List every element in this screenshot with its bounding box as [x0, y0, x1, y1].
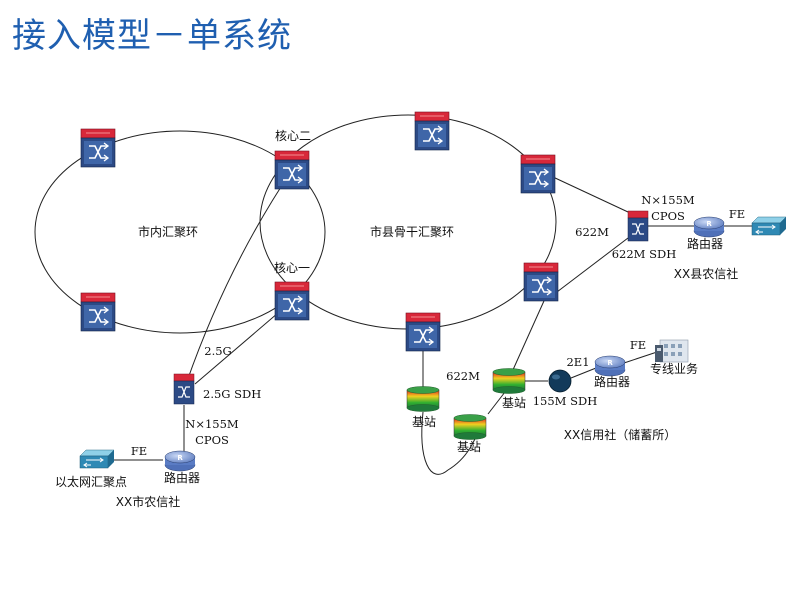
optical-switch-icon[interactable]: [274, 281, 310, 321]
link-label-155m-sdh: 155M SDH: [533, 394, 598, 408]
optical-switch-icon[interactable]: [520, 154, 556, 194]
optical-switch-icon[interactable]: [173, 373, 195, 405]
link-label-622m-right: 622M: [575, 225, 609, 239]
optical-switch-icon[interactable]: [627, 210, 649, 242]
link-bs1-bs2: [421, 411, 479, 475]
link-bs2-bs3: [487, 391, 506, 415]
node-label-core-two: 核心二: [275, 129, 311, 143]
link-lines: [113, 169, 752, 475]
sdh-node-icon[interactable]: [548, 369, 572, 393]
device-label-special-service: 专线业务: [650, 361, 698, 376]
device-label-bs1: 基站: [412, 415, 436, 429]
device-label-router-city: 路由器: [164, 470, 200, 485]
site-label-county-coop: XX县农信社: [674, 266, 738, 281]
link-router-building: [623, 351, 658, 364]
link-label-nx155m-city: N×155M: [185, 417, 239, 431]
link-label-2-5g: 2.5G: [204, 344, 231, 358]
ethernet-switch-icon[interactable]: [79, 449, 115, 469]
optical-switch-icon[interactable]: [523, 262, 559, 302]
city-ring: [34, 130, 326, 334]
router-icon[interactable]: [693, 216, 725, 238]
link-sdh-router-credit: [570, 367, 597, 379]
link-core2-sdh: [183, 169, 293, 391]
link-622m-lower: [552, 237, 629, 296]
switches: [80, 111, 649, 405]
link-622m-upper: [552, 176, 629, 213]
site-label-city-coop: XX市农信社: [116, 494, 180, 509]
device-label-bs2: 基站: [457, 440, 481, 454]
link-label-fe-credit: FE: [630, 338, 646, 352]
page-title: 接入模型－单系统: [12, 16, 292, 56]
device-label-bs3: 基站: [502, 396, 526, 410]
device-label-router-county: 路由器: [687, 236, 723, 251]
labels: 市内汇聚环 市县骨干汇聚环 核心二 核心一 2.5G 2.5G SDH N×15…: [55, 129, 745, 509]
optical-switch-icon[interactable]: [414, 111, 450, 151]
link-label-2e1: 2E1: [566, 355, 589, 369]
link-label-nx155m-county: N×155M: [641, 193, 695, 207]
optical-switch-icon[interactable]: [80, 292, 116, 332]
optical-switch-icon[interactable]: [80, 128, 116, 168]
base-station-icon[interactable]: [453, 414, 487, 440]
device-label-eth-agg: 以太网汇聚点: [55, 474, 127, 489]
router-icon[interactable]: [164, 450, 196, 472]
optical-switch-icon[interactable]: [274, 150, 310, 190]
router-icon[interactable]: [594, 355, 626, 377]
link-label-cpos-city: CPOS: [195, 433, 229, 447]
link-label-cpos-county: CPOS: [651, 209, 685, 223]
link-label-fe-city: FE: [131, 444, 147, 458]
base-station-icon[interactable]: [492, 368, 526, 394]
site-label-credit-coop: XX信用社（储蓄所）: [564, 427, 676, 442]
link-label-2-5g-sdh: 2.5G SDH: [203, 387, 261, 401]
link-label-622m-left: 622M: [446, 369, 480, 383]
building-icon[interactable]: [655, 339, 689, 363]
node-label-core-one: 核心一: [274, 261, 310, 275]
endpoint-devices: [79, 216, 787, 472]
ring-label-county: 市县骨干汇聚环: [370, 224, 454, 239]
base-station-icon[interactable]: [406, 386, 440, 412]
link-label-622m-sdh: 622M SDH: [612, 247, 677, 261]
link-label-fe-county: FE: [729, 207, 745, 221]
device-label-router-credit: 路由器: [594, 374, 630, 389]
link-core-bs3: [511, 291, 549, 373]
ethernet-switch-icon[interactable]: [751, 216, 787, 236]
ring-label-city: 市内汇聚环: [138, 224, 198, 239]
optical-switch-icon[interactable]: [405, 312, 441, 352]
